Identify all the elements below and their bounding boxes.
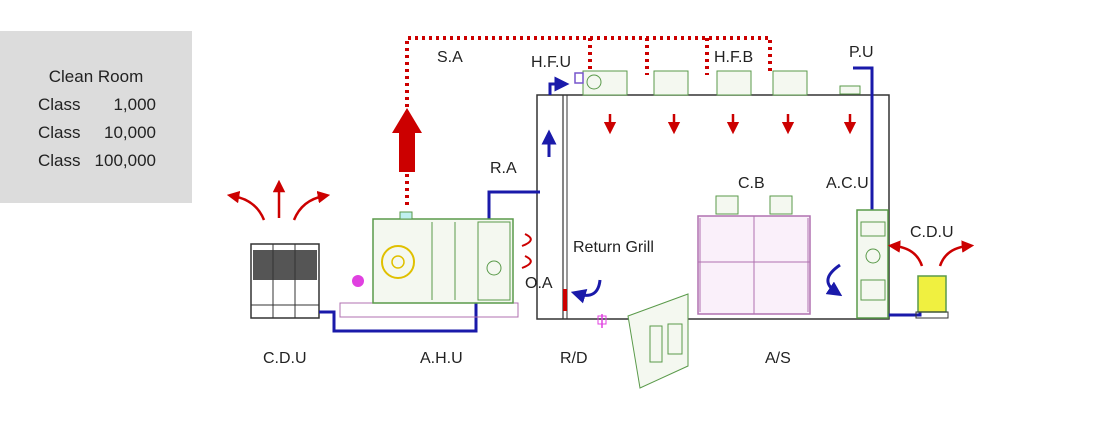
clean-room-legend: Clean Room Class 1,000 Class 10,000 Class 1… [0,31,192,203]
air-shower [627,293,689,389]
clean-room-enclosure [536,94,890,320]
label-sa: S.A [437,49,463,66]
outside-air-arrows [521,233,532,269]
legend-row-class-1000: Class 1,000 [38,95,156,115]
label-acu: A.C.U [826,175,869,192]
label-oa: O.A [525,275,553,292]
acu-unit [856,209,889,319]
downflow-arrows [603,114,857,135]
label-return-grill: Return Grill [573,239,654,256]
label-cdu-right: C.D.U [910,224,954,241]
label-cdu-left: C.D.U [263,350,307,367]
label-as: A/S [765,350,791,367]
legend-row-value: 100,000 [94,151,156,170]
return-grill-arrow [570,279,602,304]
label-hfb: H.F.B [714,49,753,66]
legend-title: Clean Room [48,67,144,86]
supply-air-duct [405,36,772,205]
label-rd: R/D [560,350,588,367]
legend-row-class-10000: Class 10,000 [38,123,156,143]
label-ahu: A.H.U [420,350,463,367]
cdu-left-exhaust-arrows [226,179,331,221]
label-ra: R.A [490,160,517,177]
clean-booth [697,195,811,315]
return-air-duct [487,190,540,222]
cdu-right-unit [915,275,949,319]
booth-return-arrow [825,263,843,297]
return-grill [563,289,567,311]
ahu-unit [339,211,519,318]
label-hfu: H.F.U [531,54,571,71]
legend-row-value: 10,000 [104,123,156,142]
legend-row-label: Class [38,95,81,114]
legend-row-class-100000: Class 100,000 [38,151,156,171]
cdu-left-unit [250,243,320,319]
legend-row-label: Class [38,151,81,170]
hfu-units [582,70,861,96]
label-pu: P.U [849,44,874,61]
cdu-right-exhaust-arrows [887,240,975,267]
legend-row-label: Class [38,123,81,142]
supply-air-up-arrow [392,108,422,172]
legend-row-value: 1,000 [113,95,156,114]
label-cb: C.B [738,175,765,192]
rd-damper [597,314,607,328]
